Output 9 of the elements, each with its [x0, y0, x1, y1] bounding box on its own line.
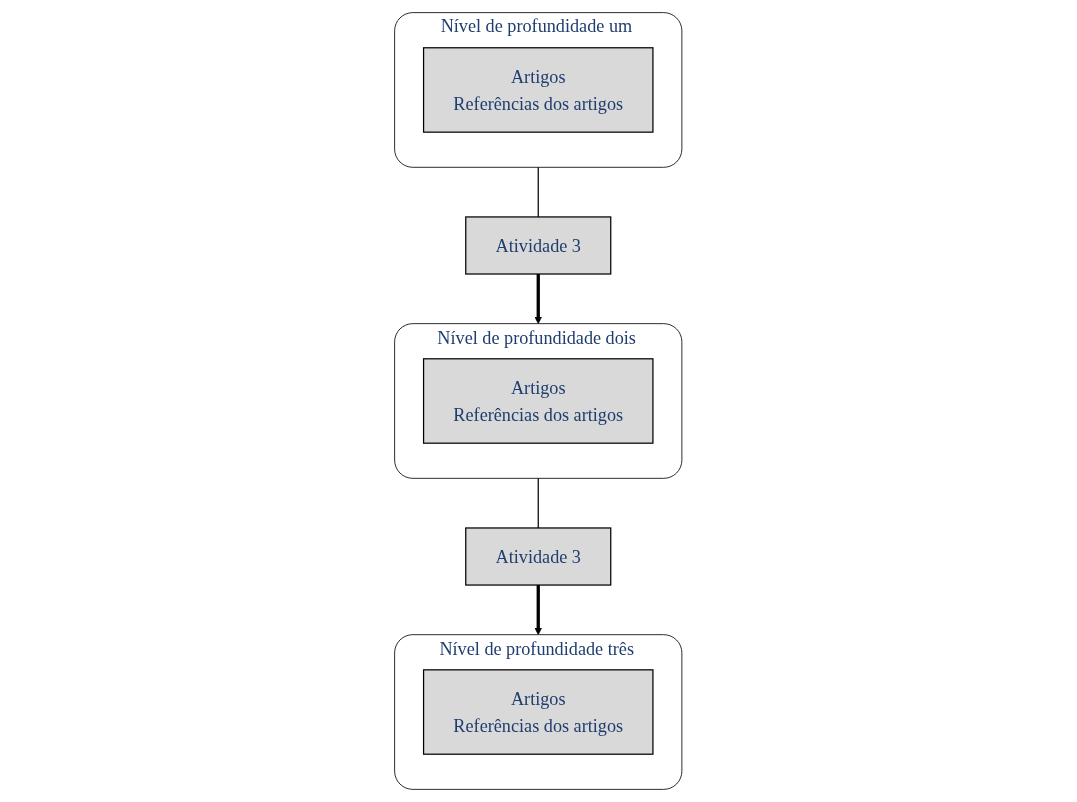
- arrow: [534, 274, 543, 324]
- arrow: [534, 585, 543, 635]
- node-box: Atividade 3: [465, 527, 612, 586]
- node-box: Artigos Referências dos artigos: [423, 669, 654, 755]
- connector: [537, 477, 540, 529]
- node-box: Atividade 3: [465, 216, 612, 275]
- node-box: Artigos Referências dos artigos: [423, 47, 654, 133]
- connector: [537, 166, 540, 218]
- node-box: Artigos Referências dos artigos: [423, 358, 654, 444]
